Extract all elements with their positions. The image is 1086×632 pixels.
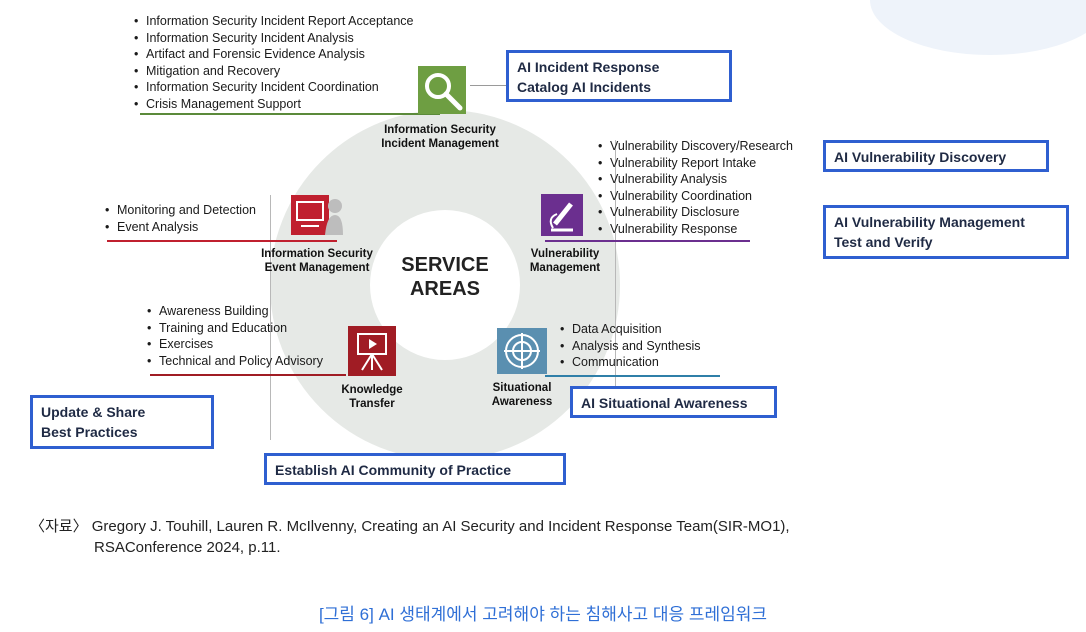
- list-item: Information Security Incident Report Acc…: [134, 13, 414, 30]
- list-item: Information Security Incident Coordinati…: [134, 79, 414, 96]
- incident-bullets: Information Security Incident Report Acc…: [134, 13, 414, 113]
- incident-label-line1: Information Security: [384, 124, 496, 136]
- center-title: SERVICE AREAS: [380, 253, 510, 301]
- knowledge-label-line1: Knowledge: [341, 384, 403, 396]
- list-item: Vulnerability Report Intake: [598, 155, 793, 172]
- event-underline: [107, 240, 337, 242]
- box-line: AI Vulnerability Discovery: [834, 149, 1007, 165]
- list-item: Vulnerability Coordination: [598, 188, 793, 205]
- list-item: Vulnerability Disclosure: [598, 204, 793, 221]
- vulnerability-underline: [545, 240, 750, 242]
- radar-target-icon: [497, 328, 547, 374]
- list-item: Awareness Building: [147, 303, 323, 320]
- box-line: Best Practices: [41, 424, 138, 440]
- box-line: AI Vulnerability Management: [834, 214, 1025, 230]
- update-share-box: Update & Share Best Practices: [30, 395, 214, 449]
- situational-label-line2: Awareness: [491, 396, 553, 408]
- situational-bullets: Data Acquisition Analysis and Synthesis …: [560, 321, 701, 371]
- situational-label-line1: Situational: [492, 382, 552, 394]
- list-item: Vulnerability Discovery/Research: [598, 138, 793, 155]
- center-title-line2: AREAS: [409, 278, 480, 300]
- knowledge-label-line2: Transfer: [349, 398, 395, 410]
- source-citation: 〈자료〉 Gregory J. Touhill, Lauren R. McIlv…: [30, 516, 1060, 558]
- knowledge-label: Knowledge Transfer: [322, 383, 422, 411]
- list-item: Vulnerability Analysis: [598, 171, 793, 188]
- monitor-person-icon: [291, 195, 343, 235]
- incident-label: Information Security Incident Management: [355, 123, 525, 151]
- list-item: Training and Education: [147, 320, 323, 337]
- list-item: Monitoring and Detection: [105, 202, 256, 219]
- box-line: Catalog AI Incidents: [517, 79, 652, 95]
- source-line1: 〈자료〉 Gregory J. Touhill, Lauren R. McIlv…: [30, 518, 790, 535]
- list-item: Technical and Policy Advisory: [147, 353, 323, 370]
- event-label: Information Security Event Management: [247, 247, 387, 275]
- list-item: Information Security Incident Analysis: [134, 30, 414, 47]
- box-line: Establish AI Community of Practice: [275, 462, 511, 478]
- list-item: Data Acquisition: [560, 321, 701, 338]
- magnifier-icon: [418, 66, 466, 114]
- ai-vulnerability-discovery-box: AI Vulnerability Discovery: [823, 140, 1049, 172]
- incident-underline: [140, 113, 440, 115]
- center-title-line1: SERVICE: [401, 254, 489, 276]
- list-item: Communication: [560, 354, 701, 371]
- box-line: Update & Share: [41, 404, 146, 420]
- list-item: Analysis and Synthesis: [560, 338, 701, 355]
- situational-label: Situational Awareness: [477, 381, 567, 409]
- list-item: Event Analysis: [105, 219, 256, 236]
- event-label-line2: Event Management: [264, 262, 370, 274]
- list-item: Vulnerability Response: [598, 221, 793, 238]
- microscope-icon: [541, 194, 583, 236]
- situational-underline: [545, 375, 720, 377]
- ai-situational-awareness-box: AI Situational Awareness: [570, 386, 777, 418]
- divider-line: [615, 140, 616, 410]
- list-item: Crisis Management Support: [134, 96, 414, 113]
- vulnerability-label: Vulnerability Management: [510, 247, 620, 275]
- list-item: Artifact and Forensic Evidence Analysis: [134, 46, 414, 63]
- vulnerability-bullets: Vulnerability Discovery/Research Vulnera…: [598, 138, 793, 238]
- box-line: AI Incident Response: [517, 59, 660, 75]
- incident-label-line2: Incident Management: [381, 138, 499, 150]
- vulnerability-label-line1: Vulnerability: [530, 248, 600, 260]
- source-line2: RSAConference 2024, p.11.: [94, 539, 281, 556]
- box-line: AI Situational Awareness: [581, 395, 748, 411]
- list-item: Mitigation and Recovery: [134, 63, 414, 80]
- ai-vulnerability-management-box: AI Vulnerability Management Test and Ver…: [823, 205, 1069, 259]
- ai-incident-response-box: AI Incident Response Catalog AI Incident…: [506, 50, 732, 102]
- incident-connector: [470, 85, 506, 86]
- presentation-board-icon: [348, 326, 396, 376]
- top-decoration: [870, 0, 1086, 55]
- event-bullets: Monitoring and Detection Event Analysis: [105, 202, 256, 235]
- knowledge-underline: [150, 374, 346, 376]
- event-label-line1: Information Security: [261, 248, 373, 260]
- list-item: Exercises: [147, 336, 323, 353]
- knowledge-bullets: Awareness Building Training and Educatio…: [147, 303, 323, 369]
- box-line: Test and Verify: [834, 234, 933, 250]
- vulnerability-label-line2: Management: [529, 262, 601, 274]
- figure-caption: [그림 6] AI 생태계에서 고려해야 하는 침해사고 대응 프레임워크: [318, 605, 768, 624]
- ai-community-box: Establish AI Community of Practice: [264, 453, 566, 485]
